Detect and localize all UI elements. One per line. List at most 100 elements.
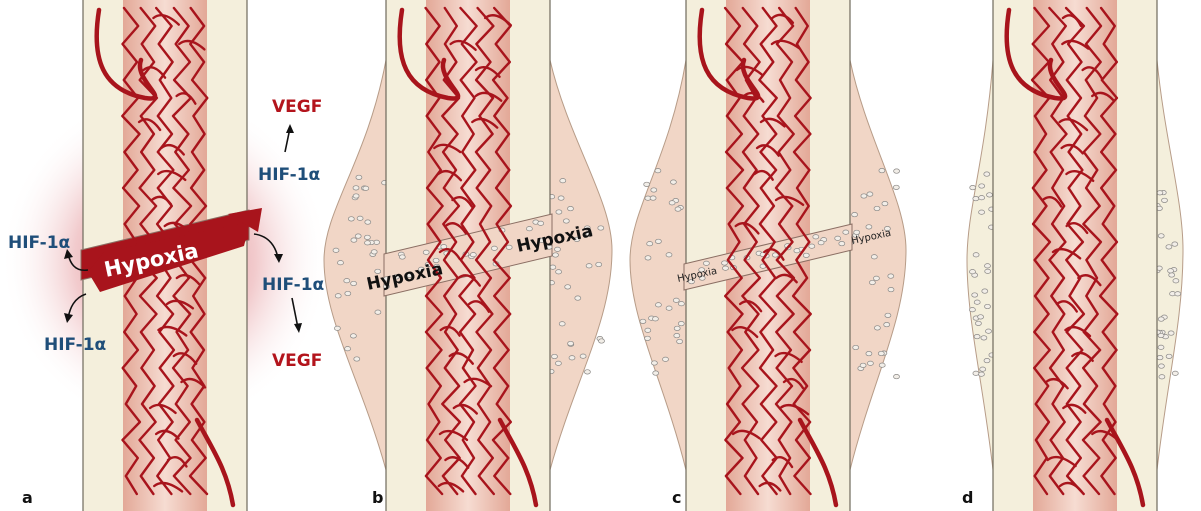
callus-cell xyxy=(985,269,991,273)
panel-letter-d: d xyxy=(962,488,973,507)
callus-cell xyxy=(987,193,993,197)
callus-cell xyxy=(645,328,651,332)
callus-cell xyxy=(1168,331,1174,335)
callus-cell xyxy=(975,321,981,325)
vegf-label-top: VEGF xyxy=(272,97,322,117)
panel-letter-b: b xyxy=(372,488,383,507)
callus-cell xyxy=(556,210,562,214)
callus-cell xyxy=(350,334,356,338)
callus-cell xyxy=(584,370,590,374)
callus-cell xyxy=(874,206,880,210)
callus-cell xyxy=(357,216,363,220)
callus-cell xyxy=(1173,279,1179,283)
callus-cell xyxy=(555,361,561,365)
gap-cell xyxy=(839,241,845,245)
gap-cell xyxy=(803,253,809,257)
callus-cell xyxy=(1158,345,1164,349)
callus-cell xyxy=(866,351,872,355)
callus-cell xyxy=(653,371,659,375)
callus-cell xyxy=(650,196,656,200)
gap-cell xyxy=(470,253,476,257)
callus-cell xyxy=(670,180,676,184)
callus-cell xyxy=(1157,191,1163,195)
panel-letter-a: a xyxy=(22,488,33,507)
gap-cell xyxy=(538,221,544,225)
callus-cell xyxy=(894,374,900,378)
callus-cell xyxy=(558,196,564,200)
callus-cell xyxy=(879,168,885,172)
callus-cell xyxy=(985,264,991,268)
callus-cell xyxy=(363,186,369,190)
callus-cell xyxy=(647,242,653,246)
callus-cell xyxy=(550,265,556,269)
callus-cell xyxy=(973,371,979,375)
callus-cell xyxy=(893,185,899,189)
hif-label-left-bottom: HIF-1α xyxy=(44,335,106,355)
gap-cell xyxy=(423,250,429,254)
callus-cell xyxy=(365,220,371,224)
callus-cell xyxy=(559,322,565,326)
callus-cell xyxy=(978,372,984,376)
gap-cell xyxy=(722,261,728,265)
callus-cell xyxy=(666,306,672,310)
callus-cell xyxy=(568,206,574,210)
callus-cell xyxy=(353,194,359,198)
callus-cell xyxy=(1162,198,1168,202)
callus-cell xyxy=(351,281,357,285)
gap-cell xyxy=(506,245,512,249)
callus-cell xyxy=(655,169,661,173)
gap-cell xyxy=(843,230,849,234)
callus-cell xyxy=(666,253,672,257)
callus-cell xyxy=(655,239,661,243)
callus-cell xyxy=(860,363,866,367)
callus-cell xyxy=(853,345,859,349)
callus-cell xyxy=(365,241,371,245)
callus-cell xyxy=(984,172,990,176)
callus-cell xyxy=(972,293,978,297)
callus-cell xyxy=(553,253,559,257)
callus-cell xyxy=(651,188,657,192)
callus-cell xyxy=(869,280,875,284)
callus-cell xyxy=(371,250,377,254)
callus-cell xyxy=(1158,317,1164,321)
callus-cell xyxy=(882,201,888,205)
callus-cell xyxy=(348,217,354,221)
callus-cell xyxy=(979,184,985,188)
callus-cell xyxy=(645,256,651,260)
callus-cell xyxy=(1158,234,1164,238)
callus-cell xyxy=(575,296,581,300)
callus-cell xyxy=(861,194,867,198)
callus-cell xyxy=(986,329,992,333)
callus-cell xyxy=(586,264,592,268)
callus-cell xyxy=(970,270,976,274)
callus-cell xyxy=(973,253,979,257)
callus-cell xyxy=(673,298,679,302)
callus-cell xyxy=(866,225,872,229)
callus-cell xyxy=(356,175,362,179)
callus-cell xyxy=(980,367,986,371)
callus-cell xyxy=(652,317,658,321)
callus-cell xyxy=(969,308,975,312)
callus-cell xyxy=(563,219,569,223)
gap-cell xyxy=(835,236,841,240)
callus-cell xyxy=(655,303,661,307)
gap-cell xyxy=(399,255,405,259)
callus-cell xyxy=(970,185,976,189)
callus-cell xyxy=(894,169,900,173)
callus-cell xyxy=(338,261,344,265)
hif-label-right-top: HIF-1α xyxy=(258,165,320,185)
callus-cell xyxy=(978,315,984,319)
panel-c xyxy=(630,0,906,511)
vegf-label-bottom: VEGF xyxy=(272,351,322,371)
callus-cell xyxy=(1169,273,1175,277)
callus-cell xyxy=(675,207,681,211)
callus-cell xyxy=(874,326,880,330)
hif-label-left-top: HIF-1α xyxy=(8,233,70,253)
callus-cell xyxy=(1166,245,1172,249)
callus-cell xyxy=(888,287,894,291)
callus-cell xyxy=(888,274,894,278)
callus-cell xyxy=(569,356,575,360)
callus-cell xyxy=(669,201,675,205)
callus-cell xyxy=(852,212,858,216)
